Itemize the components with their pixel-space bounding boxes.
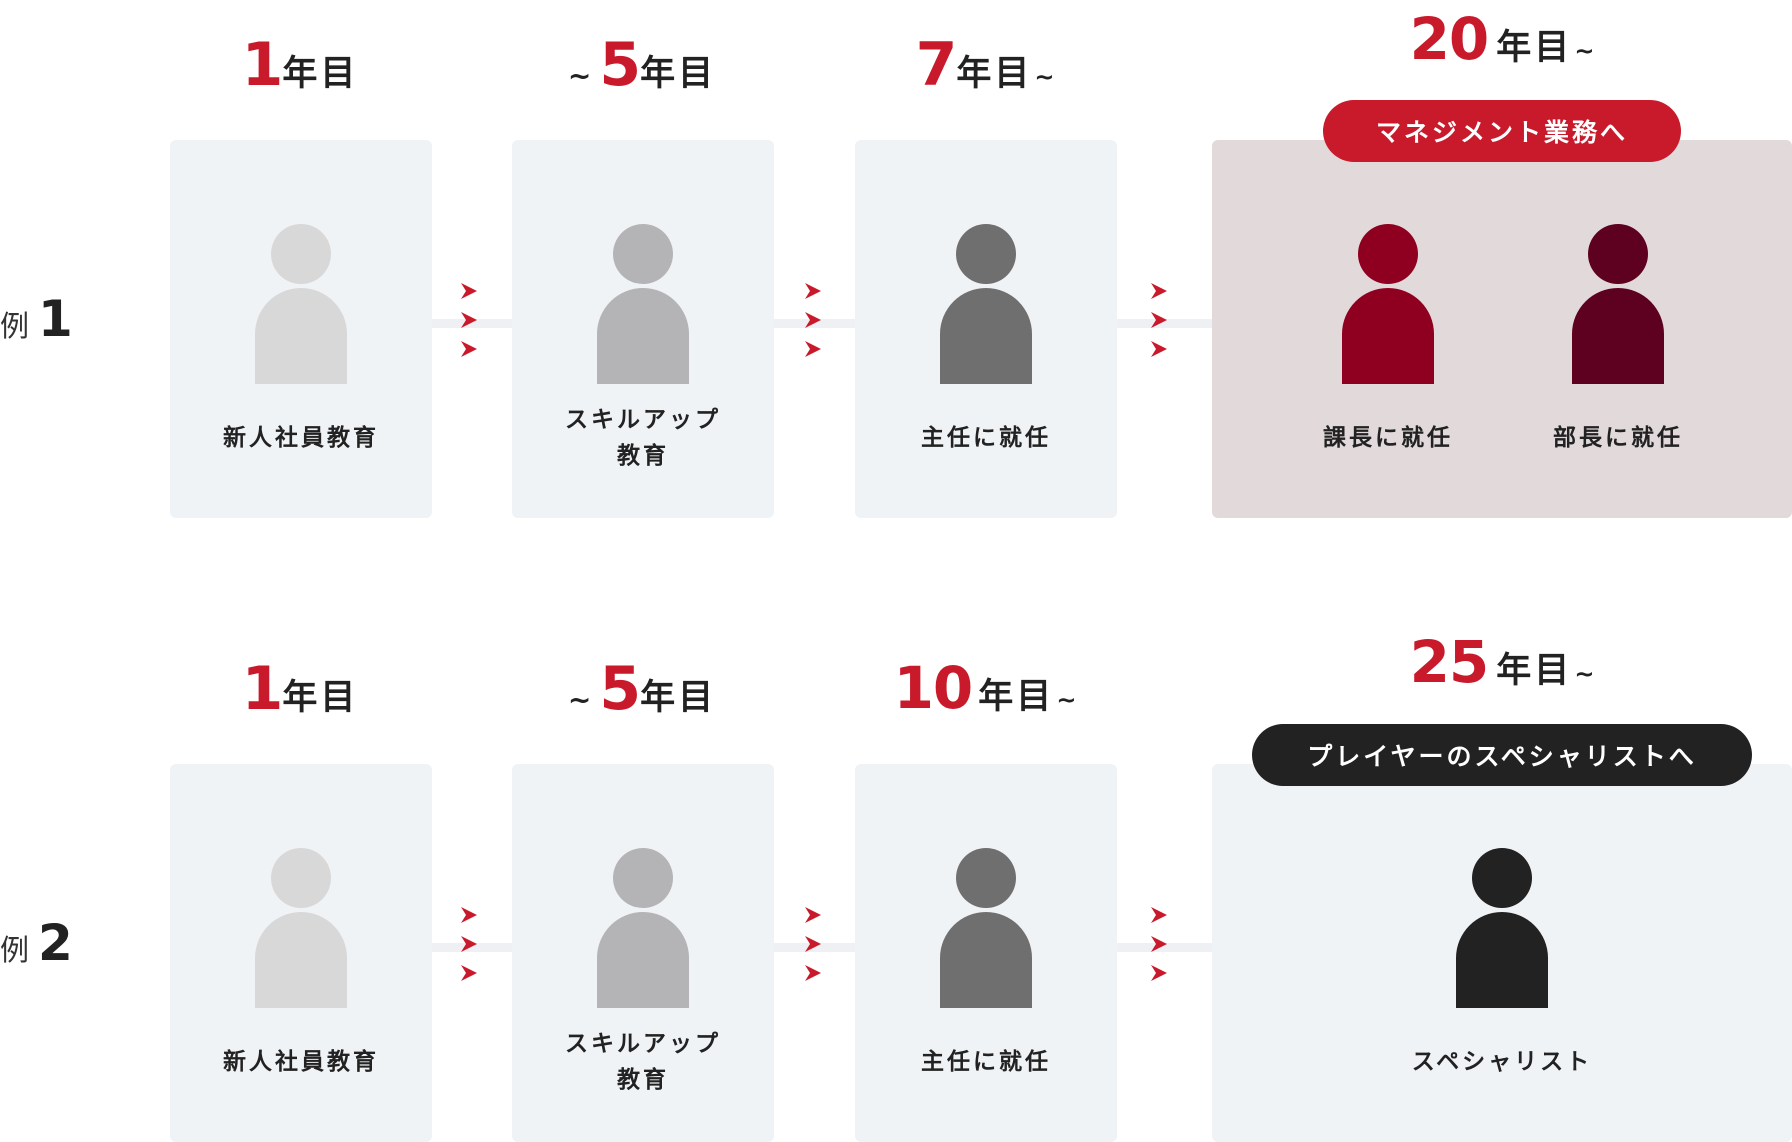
- year-unit: 年目: [640, 54, 717, 94]
- stage-connector: [431, 319, 512, 328]
- stage-card: スキルアップ 教育: [512, 140, 774, 518]
- year-unit: 年目: [282, 54, 359, 94]
- stage-label-line: 教育: [617, 443, 669, 469]
- year-suffix: ~: [1574, 37, 1595, 65]
- final-year-header: 20 年目 ~: [1372, 5, 1632, 73]
- year-number: 10: [893, 654, 974, 722]
- row-label-word: 例: [0, 309, 31, 343]
- stage-year-header: ~ 5 年目: [512, 654, 772, 724]
- stage-label: 新人社員教育: [170, 420, 432, 456]
- row-label-number: 2: [38, 914, 73, 972]
- person-icon: [255, 224, 347, 384]
- stage-label-line: スキルアップ: [565, 407, 721, 433]
- stage-connector: [774, 319, 855, 328]
- year-number: 25: [1409, 628, 1490, 696]
- arrow-icon: [805, 907, 821, 981]
- arrow-icon: [461, 907, 477, 981]
- stage-label-line: 新人社員教育: [223, 1049, 379, 1075]
- year-number: 5: [599, 654, 641, 724]
- year-number: 20: [1409, 5, 1490, 73]
- specialist-pill: プレイヤーのスペシャリストへ: [1252, 724, 1752, 786]
- stage-label-line: 主任に就任: [921, 1049, 1051, 1075]
- person-icon: [597, 848, 689, 1008]
- specialist-card: スペシャリスト: [1212, 764, 1792, 1142]
- person-icon: [1572, 224, 1664, 384]
- arrow-icon: [1151, 907, 1167, 981]
- year-unit: 年目: [282, 678, 359, 718]
- stage-year-header: 10 年目 ~: [855, 654, 1115, 722]
- person-icon: [1342, 224, 1434, 384]
- stage-card: 主任に就任: [855, 140, 1117, 518]
- stage-label: スキルアップ 教育: [512, 402, 774, 474]
- person-icon: [940, 224, 1032, 384]
- stage-year-header: 1 年目: [170, 654, 430, 724]
- year-unit: 年目: [1496, 651, 1573, 691]
- year-unit: 年目: [978, 677, 1055, 717]
- stage-label: 主任に就任: [855, 420, 1117, 456]
- year-suffix: ~: [1034, 63, 1055, 91]
- stage-card: 主任に就任: [855, 764, 1117, 1142]
- stage-year-header: ~ 5 年目: [512, 30, 772, 100]
- year-unit: 年目: [640, 678, 717, 718]
- arrow-icon: [805, 283, 821, 357]
- stage-connector: [431, 943, 512, 952]
- stage-label: 新人社員教育: [170, 1044, 432, 1080]
- year-suffix: ~: [1056, 686, 1077, 714]
- year-unit: 年目: [1496, 28, 1573, 68]
- arrow-icon: [461, 283, 477, 357]
- year-number: 7: [915, 30, 958, 100]
- year-number: 1: [241, 654, 284, 724]
- stage-connector: [1116, 319, 1212, 328]
- person-icon: [597, 224, 689, 384]
- stage-year-header: 1 年目: [170, 30, 430, 100]
- stage-connector: [774, 943, 855, 952]
- stage-label-line: 教育: [617, 1067, 669, 1093]
- year-number: 1: [241, 30, 284, 100]
- final-year-header: 25 年目 ~: [1372, 628, 1632, 696]
- year-prefix: ~: [567, 683, 592, 716]
- management-card: 課長に就任 部長に就任: [1212, 140, 1792, 518]
- person-icon: [255, 848, 347, 1008]
- role-label: 課長に就任: [1323, 425, 1453, 451]
- stage-year-header: 7 年目 ~: [855, 30, 1115, 100]
- stage-label: スキルアップ 教育: [512, 1026, 774, 1098]
- stage-connector: [1116, 943, 1212, 952]
- year-suffix: ~: [1574, 660, 1595, 688]
- management-pill: マネジメント業務へ: [1323, 100, 1681, 162]
- row-label-example-2: 例 2: [0, 914, 73, 972]
- row-label-word: 例: [0, 933, 31, 967]
- role-label: 部長に就任: [1553, 425, 1683, 451]
- person-icon: [1456, 848, 1548, 1008]
- stage-card: 新人社員教育: [170, 140, 432, 518]
- stage-label-line: スキルアップ: [565, 1031, 721, 1057]
- stage-card: 新人社員教育: [170, 764, 432, 1142]
- person-icon: [940, 848, 1032, 1008]
- row-label-example-1: 例 1: [0, 290, 73, 348]
- role-label: スペシャリスト: [1411, 1049, 1593, 1075]
- stage-label-line: 新人社員教育: [223, 425, 379, 451]
- row-label-number: 1: [38, 290, 73, 348]
- stage-label: 主任に就任: [855, 1044, 1117, 1080]
- arrow-icon: [1151, 283, 1167, 357]
- year-number: 5: [599, 30, 641, 100]
- stage-label-line: 主任に就任: [921, 425, 1051, 451]
- year-prefix: ~: [567, 59, 592, 92]
- year-unit: 年目: [956, 54, 1033, 94]
- stage-card: スキルアップ 教育: [512, 764, 774, 1142]
